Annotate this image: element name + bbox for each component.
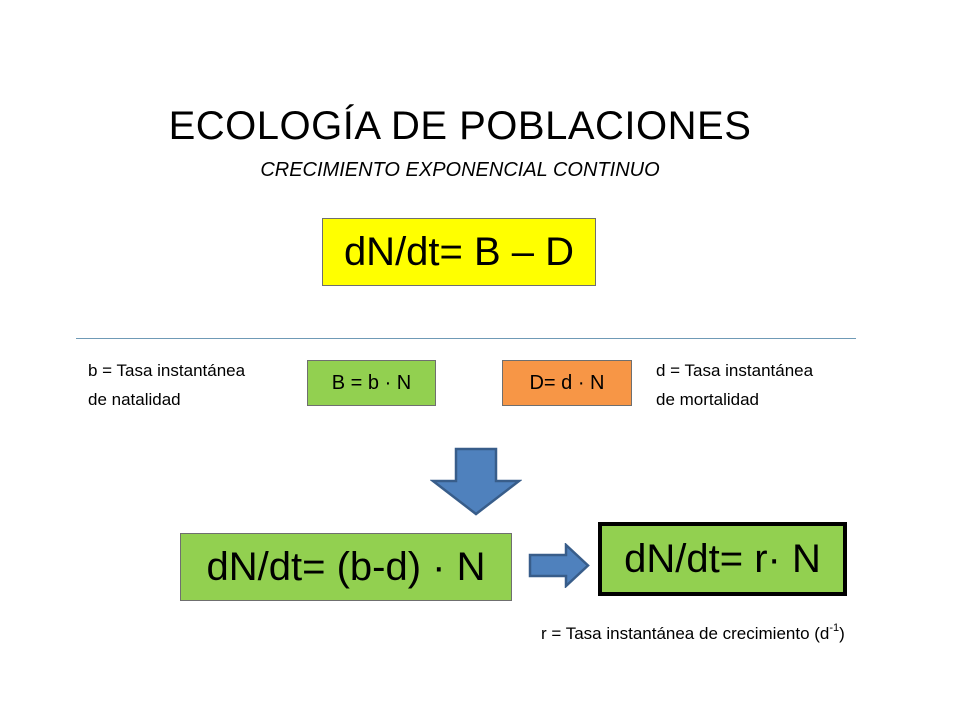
combined-equation-text: dN/dt= (b-d) · N [206,544,486,589]
final-equation-box: dN/dt= r· N [598,522,847,596]
growth-rate-note-closing: ) [839,624,845,643]
right-arrow-shape [528,543,590,588]
deaths-equation-box: D= d · N [502,360,632,406]
growth-rate-note-superscript: -1 [829,622,840,635]
down-arrow-shape [430,447,522,516]
slide-title: ECOLOGÍA DE POBLACIONES [168,104,752,148]
right-arrow-icon [528,543,590,588]
slide-subtitle: CRECIMIENTO EXPONENCIAL CONTINUO [260,159,660,181]
births-equation-box: B = b · N [307,360,436,406]
equation-main-box: dN/dt= B – D [322,218,596,286]
growth-rate-note: r = Tasa instantánea de crecimiento (d-1… [541,622,845,646]
growth-rate-note-text: r = Tasa instantánea de crecimiento (d [541,624,830,643]
equation-main-text: dN/dt= B – D [343,229,575,274]
death-rate-note-line2: de mortalidad [656,390,760,409]
down-arrow-icon [430,447,522,516]
death-rate-note: d = Tasa instantánea de mortalidad [656,356,813,414]
deaths-equation-text: D= d · N [529,371,605,394]
birth-rate-note-line2: de natalidad [88,390,181,409]
death-rate-note-line1: d = Tasa instantánea [656,361,814,380]
divider-line [76,338,856,339]
combined-equation-box: dN/dt= (b-d) · N [180,533,512,601]
birth-rate-note-line1: b = Tasa instantánea [88,361,246,380]
births-equation-text: B = b · N [331,371,412,394]
birth-rate-note: b = Tasa instantánea de natalidad [88,356,245,414]
final-equation-text: dN/dt= r· N [624,536,821,581]
